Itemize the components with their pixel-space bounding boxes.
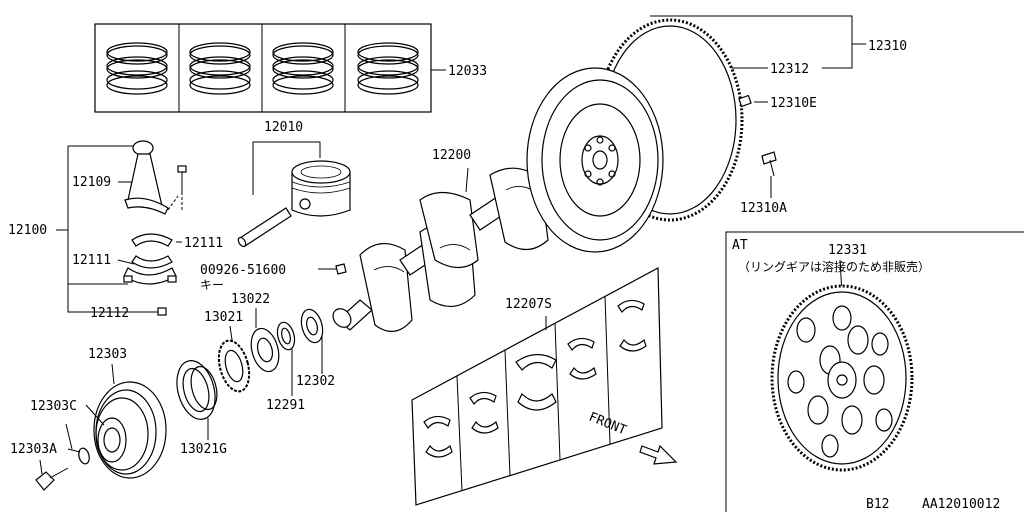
pulley-bolt[interactable]	[35, 467, 69, 491]
label-12331[interactable]: 12331	[828, 243, 867, 258]
ring-group-3	[272, 42, 334, 95]
rod-cap[interactable]	[123, 267, 177, 285]
label-12033[interactable]: 12033	[448, 64, 487, 79]
ring-group-4	[357, 42, 419, 95]
bearing-shell-3	[515, 353, 557, 411]
piston-ring-set[interactable]	[94, 23, 432, 113]
label-12207s[interactable]: 12207S	[505, 297, 552, 312]
label-12310e[interactable]: 12310E	[770, 96, 817, 111]
label-12111-lower[interactable]: 12111	[72, 253, 111, 268]
label-12303c[interactable]: 12303C	[30, 399, 77, 414]
bearing-shell-2	[469, 391, 499, 434]
drive-plate[interactable]	[770, 284, 914, 472]
label-12109[interactable]: 12109	[72, 175, 111, 190]
label-12200[interactable]: 12200	[432, 148, 471, 163]
connecting-rod[interactable]	[124, 140, 179, 215]
label-12302[interactable]: 12302	[296, 374, 335, 389]
label-front: FRONT	[587, 410, 629, 439]
label-12100[interactable]: 12100	[8, 223, 47, 238]
crank-sprocket[interactable]	[214, 337, 255, 394]
piston[interactable]	[291, 160, 351, 217]
oil-pump-drive-spacer[interactable]	[247, 325, 284, 374]
label-13021[interactable]: 13021	[204, 310, 243, 325]
rod-nut[interactable]	[157, 307, 167, 316]
crank-seal-washer[interactable]	[275, 320, 298, 351]
flywheel[interactable]	[526, 67, 664, 253]
label-12291[interactable]: 12291	[266, 398, 305, 413]
diagram-code: AA12010012	[922, 497, 1000, 512]
label-12310[interactable]: 12310	[868, 39, 907, 54]
bearing-shell-4	[567, 337, 597, 380]
ring-gear-note: （リングギアは溶接のため非販売）	[738, 259, 930, 274]
pulley-washer[interactable]	[77, 447, 91, 465]
bearing-shell-1	[423, 415, 453, 458]
dowel-pin[interactable]	[738, 94, 752, 108]
timing-cover-seal[interactable]	[171, 356, 221, 423]
piston-pin[interactable]	[237, 207, 292, 248]
label-12112[interactable]: 12112	[90, 306, 129, 321]
bearing-shell-5	[617, 299, 647, 352]
thrust-washer[interactable]	[298, 307, 326, 345]
label-12303a[interactable]: 12303A	[10, 442, 57, 457]
ring-group-1	[106, 42, 168, 95]
bearing-upper[interactable]	[131, 233, 173, 247]
bearing-lower[interactable]	[131, 255, 173, 269]
flywheel-bolt[interactable]	[761, 151, 777, 177]
front-arrow-icon	[639, 444, 678, 465]
label-12312[interactable]: 12312	[770, 62, 809, 77]
page-number: B12	[866, 497, 889, 512]
rod-bolt[interactable]	[177, 165, 187, 212]
label-00926[interactable]: 00926-51600	[200, 263, 286, 278]
label-12010[interactable]: 12010	[264, 120, 303, 135]
main-bearing-set[interactable]	[411, 267, 663, 506]
label-12303[interactable]: 12303	[88, 347, 127, 362]
label-13022[interactable]: 13022	[231, 292, 270, 307]
ring-group-2	[189, 42, 251, 95]
crank-pulley[interactable]	[93, 381, 167, 479]
label-12111-upper[interactable]: 12111	[184, 236, 223, 251]
at-inset	[725, 231, 1024, 512]
label-key: キー	[200, 278, 224, 292]
label-13021g[interactable]: 13021G	[180, 442, 227, 457]
label-at: AT	[732, 238, 748, 253]
woodruff-key[interactable]	[335, 263, 347, 275]
label-12310a[interactable]: 12310A	[740, 201, 787, 216]
